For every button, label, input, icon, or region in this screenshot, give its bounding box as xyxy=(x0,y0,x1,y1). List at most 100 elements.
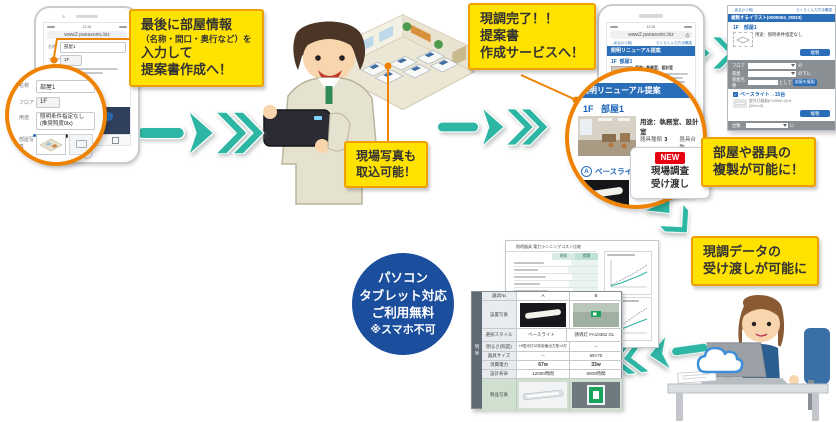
duplicate-title-bar: 複製するイラスト(0000004_0W23) xyxy=(728,14,835,22)
status-bar: 12:34 xyxy=(607,23,695,30)
phone-speaker xyxy=(76,15,98,18)
chevron-down-icon xyxy=(791,72,795,76)
room-name-input[interactable]: 部屋1 xyxy=(36,80,95,93)
use-text: 用途：執務室、設計室 xyxy=(640,119,699,136)
help-link[interactable]: らくらく入力方法確認 xyxy=(796,7,832,12)
table-row xyxy=(514,274,598,281)
camera-upload-box[interactable] xyxy=(69,134,93,156)
report-title: 照明器具 電力ランニングコスト比較 xyxy=(506,241,596,252)
tabs-icon[interactable] xyxy=(112,136,120,144)
chevron-down-icon xyxy=(783,123,787,127)
bright-b: － xyxy=(570,342,623,351)
col-b-header: B xyxy=(570,292,623,300)
install-photo-b xyxy=(573,302,619,327)
size-a: － xyxy=(517,352,570,360)
url-bar[interactable]: www2.panasonic.biz xyxy=(610,31,692,39)
help-link[interactable]: らくらく入力方法確認 xyxy=(656,40,692,45)
fixture-note2: (20m×3) xyxy=(749,104,764,108)
floor-select[interactable] xyxy=(748,63,796,69)
status-time: 12:34 xyxy=(82,24,92,29)
style-a: ベースライト xyxy=(517,329,567,341)
duplicate-button[interactable]: 複製 xyxy=(800,49,830,56)
room-form-magnifier: 名称 部屋1 フロア 1F 用途 照明条件指定なし(推奨照度0lx) 部屋写真 xyxy=(5,64,107,166)
count-select[interactable] xyxy=(746,122,788,129)
spec-label: 器具種類 xyxy=(640,137,663,143)
callout-line: 複製が可能に！ xyxy=(713,161,805,177)
chart-annual-cost xyxy=(604,251,652,295)
callout-line: 現調データの xyxy=(703,244,782,259)
row-label: 選択スタイル xyxy=(482,329,517,341)
badge-line: パソコン xyxy=(377,271,428,286)
room-photo-thumbnail[interactable] xyxy=(36,134,66,156)
floor-label: フロア xyxy=(732,63,745,68)
floor-suffix: の xyxy=(798,63,803,68)
spec-value: 3 xyxy=(664,137,668,143)
row-label: 設置写真 xyxy=(482,301,517,328)
callout-line: 作成サービスへ！ xyxy=(480,44,585,60)
floor-room-label: 1F 部屋1 xyxy=(733,25,757,31)
fixture-link[interactable]: ベースライト xyxy=(595,167,640,176)
size-b: 65×70 xyxy=(570,352,623,360)
camera-icon xyxy=(76,140,87,149)
office-floorplan-illustration xyxy=(330,14,476,111)
reload-icon[interactable] xyxy=(685,32,690,38)
callout-line: 入力して xyxy=(141,44,193,60)
floorplan-thumb xyxy=(736,36,750,44)
battery-icon xyxy=(118,25,127,28)
fixture-thumb xyxy=(733,99,747,108)
free-use-badge: パソコン タブレット対応 ご利用無料 ※スマホ不可 xyxy=(352,253,454,355)
back-link[interactable]: ←戻る(1つ前) xyxy=(731,7,754,12)
status-time: 12:34 xyxy=(646,24,656,29)
room-name-label: 名称 xyxy=(19,83,30,89)
row-label: 器具サイズ xyxy=(482,352,517,360)
callout-handover: 現調データの 受け渡しが可能に xyxy=(691,236,820,286)
battery-icon xyxy=(683,25,692,28)
callout-room-info: 最後に部屋情報 （名称・間口・奥行など）を 入力して 提案書作成へ！ xyxy=(129,9,264,87)
room-name-input[interactable]: 部屋1 xyxy=(60,42,126,53)
floor-label: フロア xyxy=(19,100,35,106)
style-b: 誘導灯 FA10362 GL xyxy=(567,329,623,341)
room-select[interactable] xyxy=(748,71,796,77)
count-label: 台数 xyxy=(732,122,741,128)
chevron-down-icon xyxy=(791,64,795,68)
fixture-link[interactable]: ベースライト→15台 xyxy=(740,92,786,98)
fixture-photo xyxy=(583,180,629,205)
url-text: www2.panasonic.biz xyxy=(628,32,674,38)
new-feature-box: NEW 現場調査 受け渡し xyxy=(630,147,710,199)
col-a-header: A xyxy=(517,292,570,300)
duplicate-button-2[interactable]: 複製 xyxy=(800,110,830,117)
signal-icon xyxy=(47,25,55,28)
report-side-label: 現状 xyxy=(472,292,482,408)
room-name-label: 部屋名称 xyxy=(732,76,745,88)
col-proposed: 提案 xyxy=(575,253,598,260)
row-label: 設計寿命 xyxy=(482,370,517,378)
checkbox-icon[interactable]: ✓ xyxy=(733,92,738,97)
callout-line: （名称・間口・奥行など）を xyxy=(141,33,252,44)
flow-arrow-right-1 xyxy=(138,112,265,154)
badge-line: ※スマホ不可 xyxy=(370,323,436,336)
callout-line: 提案書作成へ！ xyxy=(141,61,233,77)
callout-survey-done: 現調完了！！ 提案書 作成サービスへ！ xyxy=(468,3,597,70)
fixture-badge: A xyxy=(581,166,592,177)
row-label: 明るさ(照度) xyxy=(482,342,517,351)
badge-line: ご利用無料 xyxy=(371,306,435,321)
table-row xyxy=(514,281,598,288)
photo-handle-dot-blue[interactable] xyxy=(33,134,36,137)
room-suffix: の下に xyxy=(798,71,811,76)
room-photo[interactable] xyxy=(578,116,636,156)
back-link[interactable]: ←戻る(1つ前) xyxy=(610,40,633,45)
floor-select[interactable]: 1F xyxy=(36,97,60,108)
bright-a: Hf蛍光灯32形定格出力型×2灯 xyxy=(517,342,570,351)
phone-speaker xyxy=(639,14,663,18)
room-image-placeholder xyxy=(733,32,753,47)
duplicate-room-button[interactable]: 部屋を複製 xyxy=(792,79,817,86)
callout-line: 受け渡しが可能に xyxy=(703,260,808,276)
callout-line: 現調完了！！ xyxy=(480,11,559,26)
callout-line: 最後に部屋情報 xyxy=(141,17,233,32)
use-value-box[interactable]: 照明条件指定なし(推奨照度0lx) xyxy=(36,112,95,131)
room-name-input[interactable] xyxy=(748,79,778,86)
room-value: 部屋1 xyxy=(601,104,625,114)
url-bar[interactable]: www2.panasonic.biz xyxy=(47,31,127,39)
callout-line: 取込可能！ xyxy=(356,164,417,179)
duplicate-dialog-mockup: ←戻る(1つ前) らくらく入力方法確認 複製するイラスト(0000004_0W2… xyxy=(727,5,836,131)
